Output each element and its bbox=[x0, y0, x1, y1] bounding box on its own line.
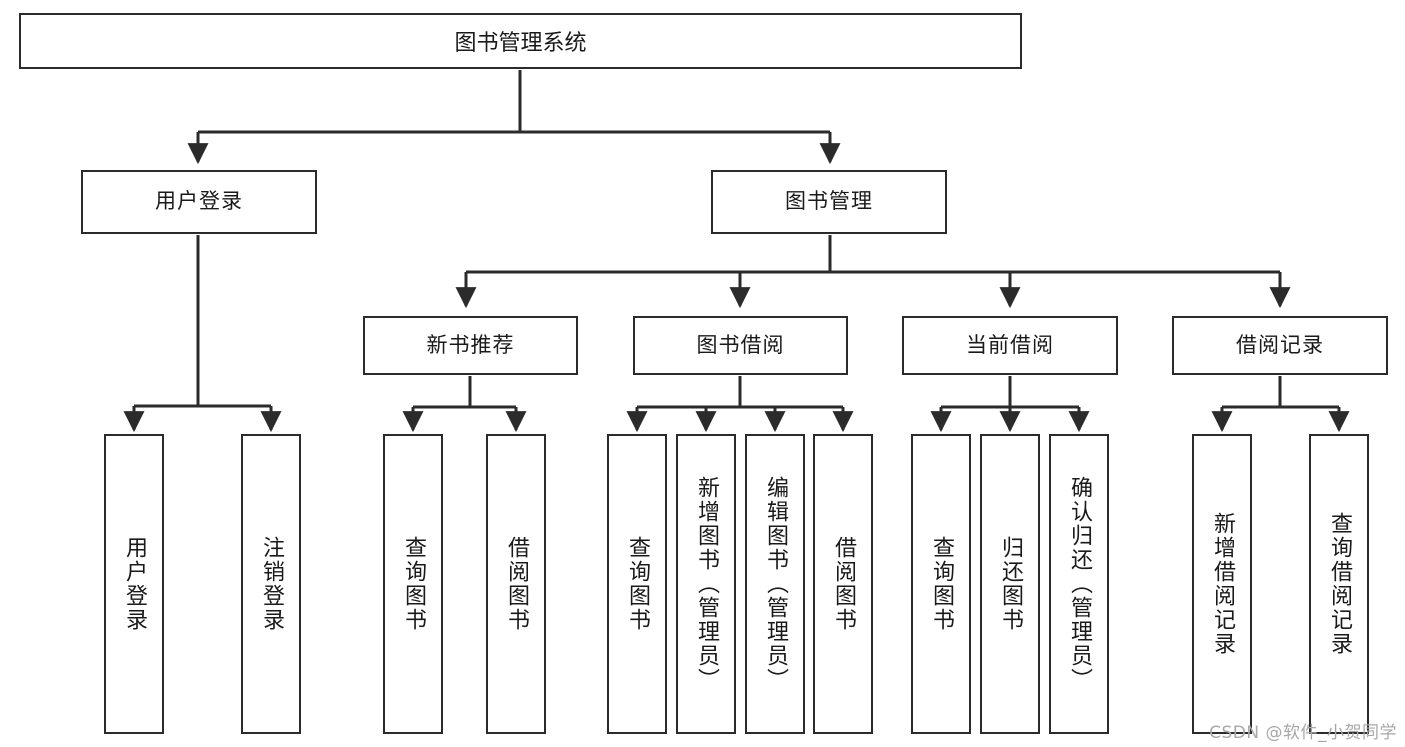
node-label: 新增借阅记录 bbox=[1209, 512, 1235, 656]
leaf-new-book-borrow[interactable]: 借阅图书 bbox=[486, 434, 546, 734]
leaf-current-borrow-confirm-return[interactable]: 确认归还（管理员） bbox=[1049, 434, 1109, 734]
node-borrow-record[interactable]: 借阅记录 bbox=[1172, 316, 1388, 375]
leaf-new-book-query[interactable]: 查询图书 bbox=[383, 434, 443, 734]
node-label: 当前借阅 bbox=[966, 332, 1054, 357]
leaf-current-borrow-query[interactable]: 查询图书 bbox=[911, 434, 971, 734]
leaf-user-login-logout[interactable]: 注销登录 bbox=[241, 434, 301, 734]
node-current-borrow[interactable]: 当前借阅 bbox=[902, 316, 1118, 375]
leaf-current-borrow-return[interactable]: 归还图书 bbox=[980, 434, 1040, 734]
leaf-book-borrow-edit[interactable]: 编辑图书（管理员） bbox=[745, 434, 805, 734]
node-book-management[interactable]: 图书管理 bbox=[711, 170, 947, 234]
node-label: 图书借阅 bbox=[696, 332, 785, 357]
node-label: 查询图书 bbox=[928, 536, 954, 632]
node-label: 新增图书（管理员） bbox=[693, 476, 719, 692]
node-label: 查询图书 bbox=[624, 536, 650, 632]
node-label: 查询借阅记录 bbox=[1326, 512, 1352, 656]
node-label: 注销登录 bbox=[258, 536, 284, 632]
node-label: 归还图书 bbox=[997, 536, 1023, 632]
node-label: 借阅图书 bbox=[830, 536, 856, 632]
node-label: 确认归还（管理员） bbox=[1066, 476, 1092, 692]
leaf-book-borrow-borrow[interactable]: 借阅图书 bbox=[813, 434, 873, 734]
watermark: CSDN @软件_小贺同学 bbox=[1209, 723, 1397, 743]
leaf-borrow-record-add[interactable]: 新增借阅记录 bbox=[1192, 434, 1252, 734]
node-user-login[interactable]: 用户登录 bbox=[81, 170, 317, 234]
node-label: 借阅记录 bbox=[1236, 332, 1324, 357]
leaf-user-login-login[interactable]: 用户登录 bbox=[104, 434, 164, 734]
node-label: 图书管理系统 bbox=[454, 31, 587, 56]
leaf-book-borrow-query[interactable]: 查询图书 bbox=[607, 434, 667, 734]
node-label: 图书管理 bbox=[785, 189, 873, 214]
node-label: 新书推荐 bbox=[426, 332, 515, 357]
node-root-book-management-system[interactable]: 图书管理系统 bbox=[19, 13, 1022, 69]
node-label: 借阅图书 bbox=[503, 536, 529, 632]
node-label: 用户登录 bbox=[155, 189, 243, 214]
leaf-borrow-record-query[interactable]: 查询借阅记录 bbox=[1309, 434, 1369, 734]
node-book-borrow[interactable]: 图书借阅 bbox=[633, 316, 848, 375]
node-new-book-recommend[interactable]: 新书推荐 bbox=[363, 316, 578, 375]
node-label: 用户登录 bbox=[121, 536, 147, 632]
node-label: 查询图书 bbox=[400, 536, 426, 632]
leaf-book-borrow-add[interactable]: 新增图书（管理员） bbox=[676, 434, 736, 734]
node-label: 编辑图书（管理员） bbox=[762, 476, 788, 692]
